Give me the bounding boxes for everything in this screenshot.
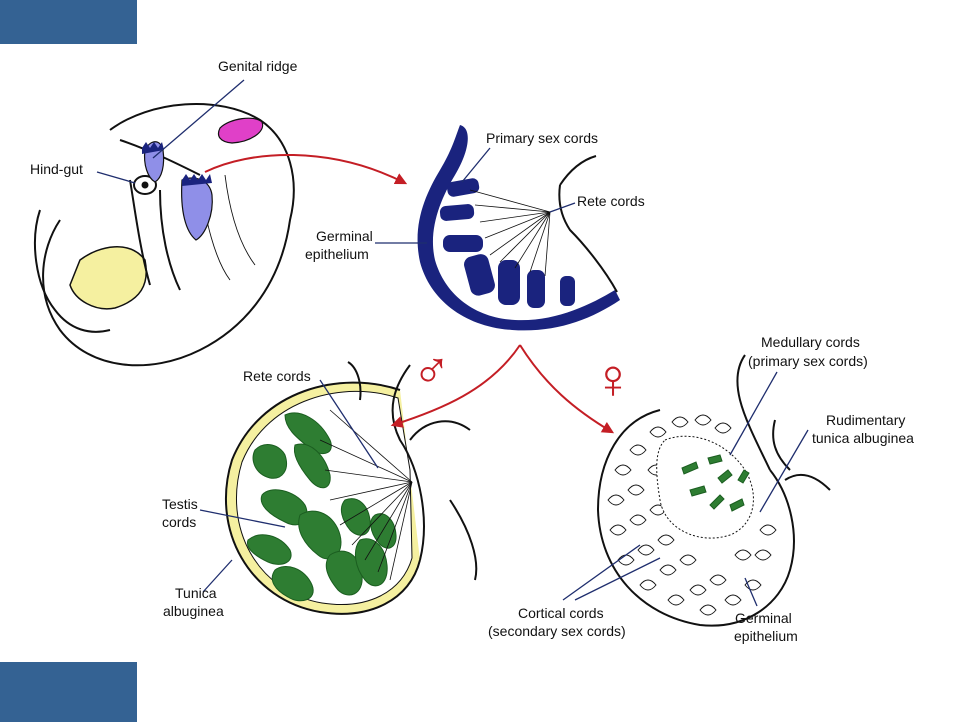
magenta-structure bbox=[217, 117, 264, 144]
rete-lines-top bbox=[469, 189, 551, 277]
testis-cords-group bbox=[246, 412, 397, 602]
male-symbol: ♂ bbox=[412, 342, 451, 400]
leader-lines bbox=[96, 79, 809, 607]
embryo-cross-section bbox=[34, 103, 295, 367]
label-rete-cords-top: Rete cords bbox=[577, 193, 645, 209]
label-germinal-epithelium-female-line1: Germinal bbox=[735, 610, 792, 626]
label-rudimentary-tunica-line2: tunica albuginea bbox=[812, 430, 914, 446]
testis bbox=[224, 361, 478, 615]
label-testis-cords-line2: cords bbox=[162, 514, 196, 530]
label-cortical-cords-line2: (secondary sex cords) bbox=[488, 623, 626, 639]
label-tunica-albuginea-line2: albuginea bbox=[163, 603, 224, 619]
ovary bbox=[596, 354, 831, 627]
label-germinal-epithelium-top-line1: Germinal bbox=[316, 228, 373, 244]
label-tunica-albuginea-line1: Tunica bbox=[175, 585, 217, 601]
label-rete-cords-male: Rete cords bbox=[243, 368, 311, 384]
medullary-cords-group bbox=[681, 454, 750, 512]
indifferent-gonad bbox=[417, 125, 620, 331]
label-medullary-cords-line2: (primary sex cords) bbox=[748, 353, 868, 369]
diagram-labels: Genital ridge Hind-gut Primary sex cords… bbox=[30, 58, 914, 644]
label-rudimentary-tunica-line1: Rudimentary bbox=[826, 412, 905, 428]
rete-lines-male bbox=[319, 409, 413, 581]
label-germinal-epithelium-top-line2: epithelium bbox=[305, 246, 369, 262]
genital-ridge-left bbox=[142, 142, 164, 154]
label-primary-sex-cords: Primary sex cords bbox=[486, 130, 598, 146]
label-cortical-cords-line1: Cortical cords bbox=[518, 605, 604, 621]
development-arrows bbox=[204, 153, 615, 434]
mesonephros-right bbox=[181, 177, 213, 241]
genital-ridge-right bbox=[182, 174, 212, 186]
arrow-to-ovary bbox=[519, 344, 615, 434]
label-germinal-epithelium-female-line2: epithelium bbox=[734, 628, 798, 644]
label-hind-gut: Hind-gut bbox=[30, 161, 83, 177]
arrow-embryo-to-gonad bbox=[204, 153, 408, 185]
corner-block-bottom bbox=[0, 662, 137, 722]
arrow-to-testis bbox=[390, 344, 521, 428]
label-medullary-cords-line1: Medullary cords bbox=[761, 334, 860, 350]
cortical-zone bbox=[607, 414, 777, 616]
female-symbol: ♀ bbox=[592, 347, 634, 410]
yolk-region bbox=[69, 246, 147, 310]
corner-block-top bbox=[0, 0, 137, 44]
label-genital-ridge: Genital ridge bbox=[218, 58, 298, 74]
label-testis-cords-line1: Testis bbox=[162, 496, 198, 512]
